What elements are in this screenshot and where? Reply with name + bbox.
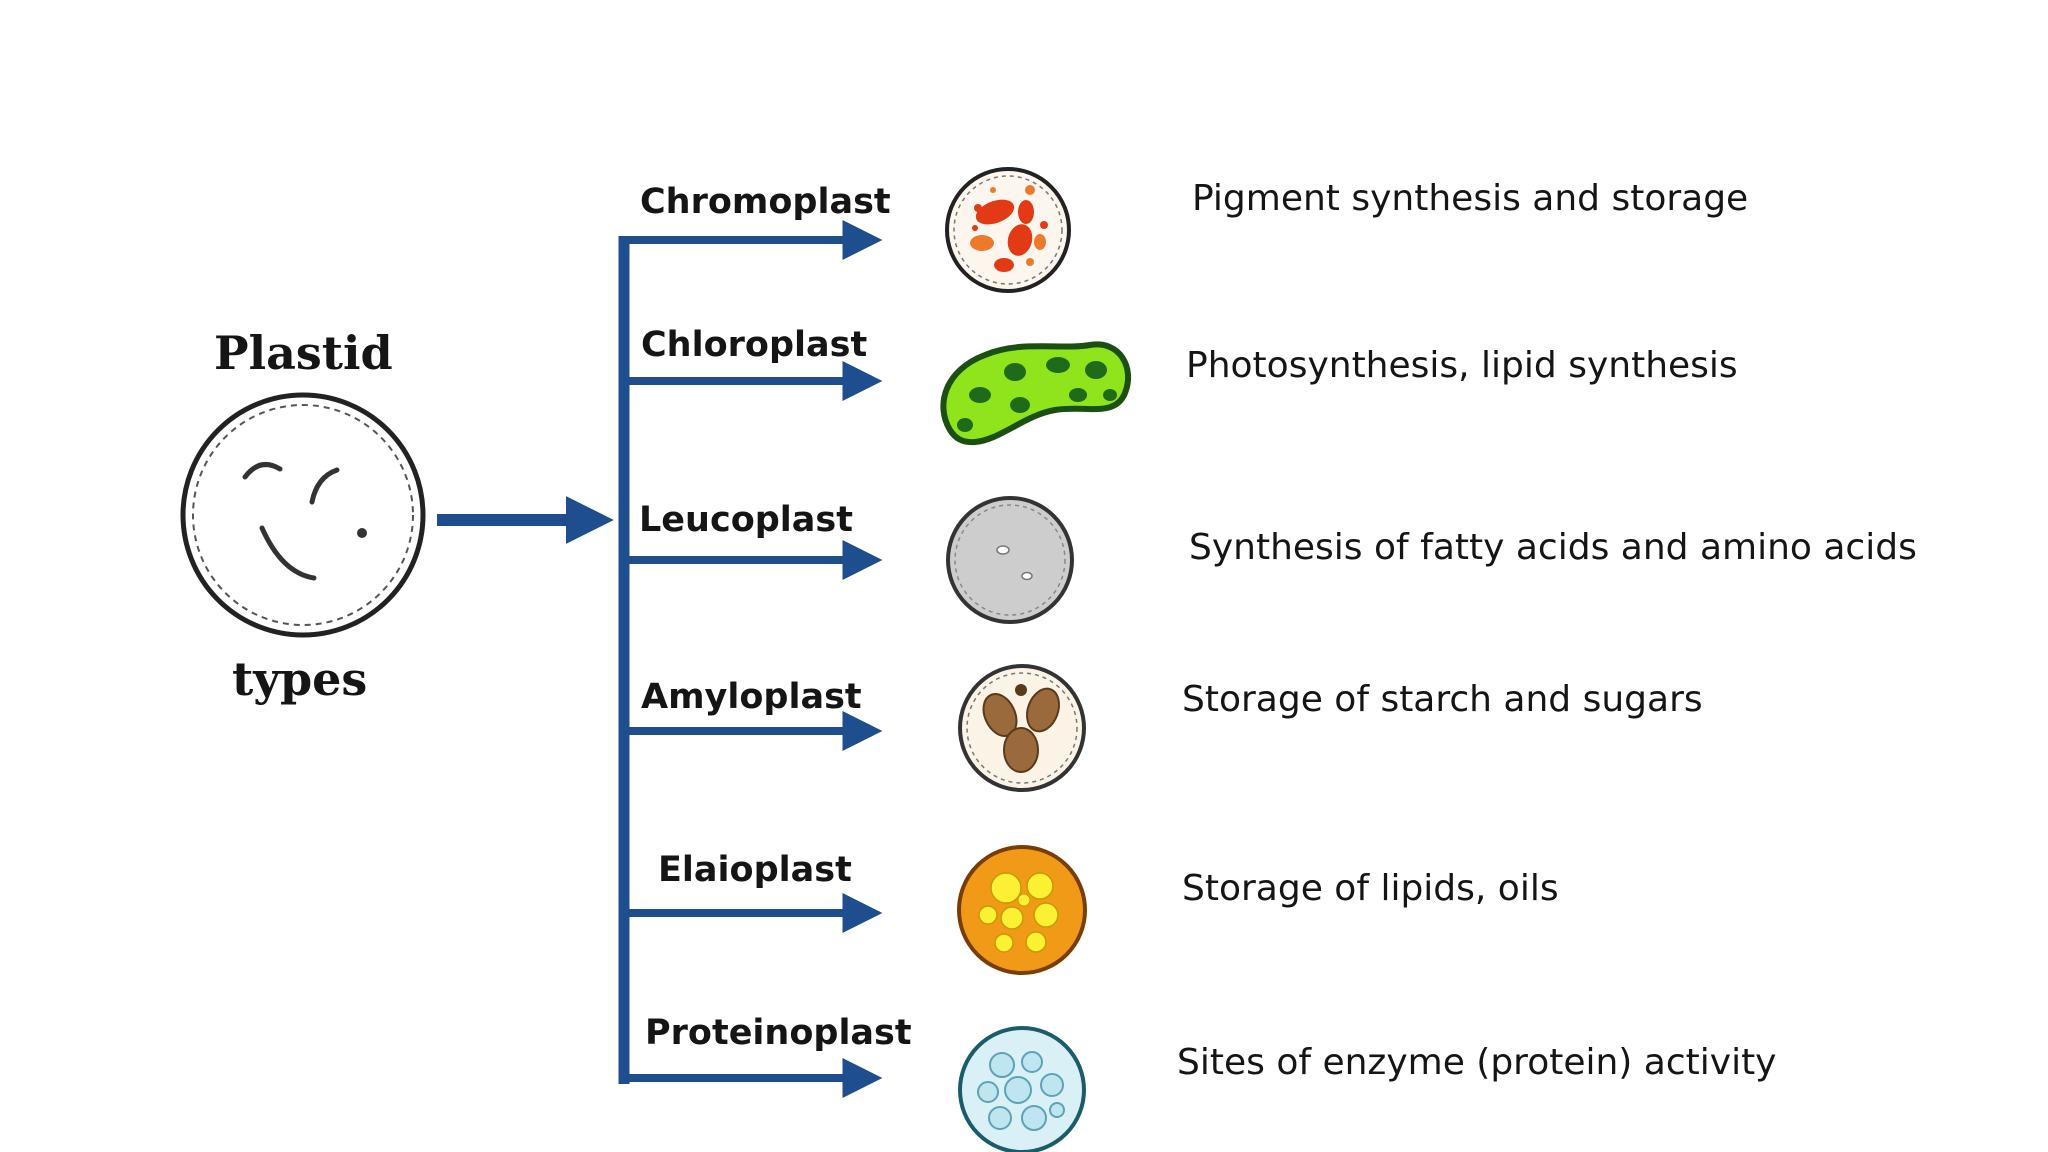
function-proteinoplast: Sites of enzyme (protein) activity <box>1177 1042 1777 1083</box>
generic-plastid-icon <box>180 392 426 638</box>
type-name-elaioplast: Elaioplast <box>658 850 852 890</box>
elaioplast-icon <box>957 845 1087 975</box>
proteinoplast-icon <box>958 1026 1086 1152</box>
type-name-chromoplast: Chromoplast <box>640 182 891 222</box>
chloroplast-icon <box>940 341 1132 446</box>
type-name-amyloplast: Amyloplast <box>641 677 862 717</box>
function-chromoplast: Pigment synthesis and storage <box>1192 178 1749 219</box>
root-title: Plastid <box>214 326 393 380</box>
type-name-proteinoplast: Proteinoplast <box>645 1013 912 1053</box>
amyloplast-icon <box>958 664 1086 792</box>
function-elaioplast: Storage of lipids, oils <box>1182 868 1559 909</box>
chromoplast-icon <box>945 167 1071 293</box>
function-amyloplast: Storage of starch and sugars <box>1182 679 1703 720</box>
type-name-leucoplast: Leucoplast <box>639 500 853 540</box>
root-subtitle: types <box>232 652 368 706</box>
function-leucoplast: Synthesis of fatty acids and amino acids <box>1189 527 1917 568</box>
type-name-chloroplast: Chloroplast <box>641 325 868 365</box>
function-chloroplast: Photosynthesis, lipid synthesis <box>1186 345 1738 386</box>
leucoplast-icon <box>946 496 1074 624</box>
